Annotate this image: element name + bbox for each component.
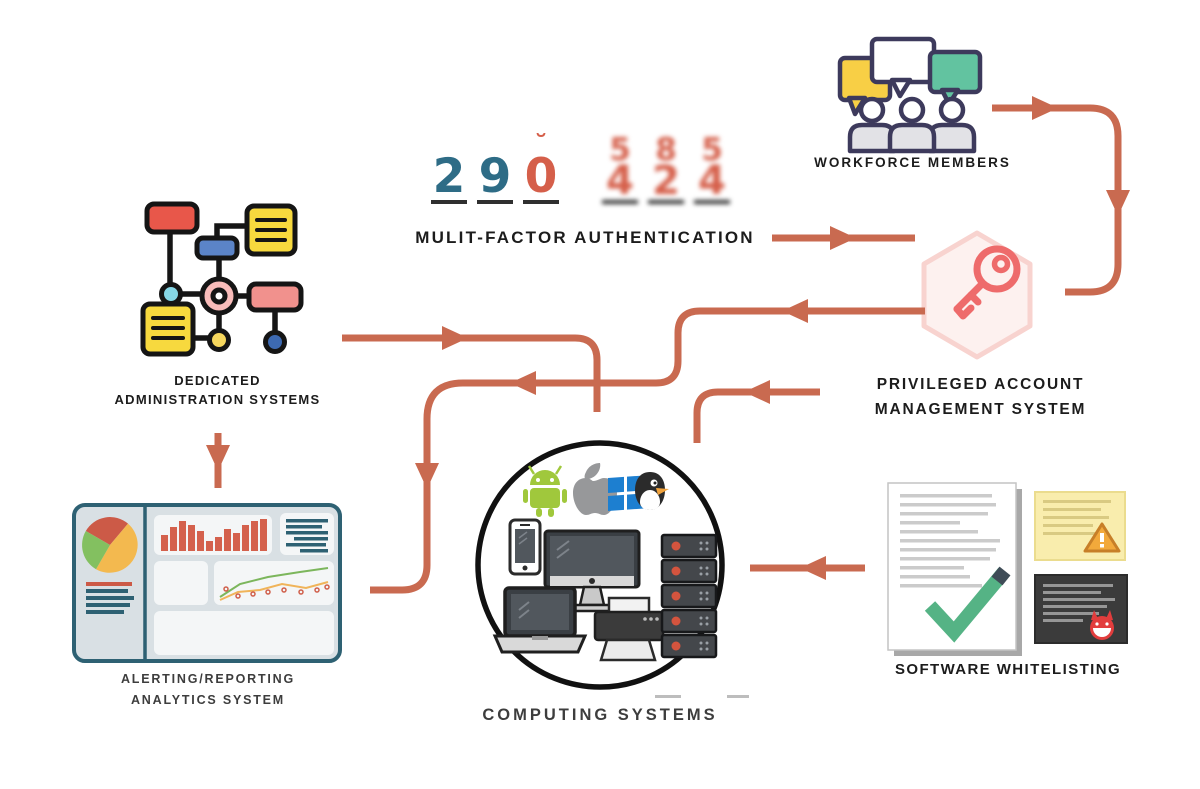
computing-label: COMPUTING SYSTEMS <box>482 706 718 724</box>
mfa-label: MULIT-FACTOR AUTHENTICATION <box>415 228 755 247</box>
pam-label-line2: MANAGEMENT SYSTEM <box>874 401 1087 418</box>
mfa-digit: 2 <box>652 158 680 204</box>
flowchart-pink-box <box>246 281 304 313</box>
smartphone-icon <box>508 518 542 576</box>
admin-label: DEDICATED ADMINISTRATION SYSTEMS <box>90 371 345 409</box>
mfa-digit: 0 <box>524 149 558 204</box>
mfa-digit-upper: 5 <box>701 132 723 168</box>
mfa-digit-upper: 5 <box>609 132 631 168</box>
bar-chart-panel <box>154 515 272 555</box>
flowchart-blue-dot <box>263 330 287 354</box>
malware-card <box>1034 574 1128 644</box>
decorative-dash <box>727 695 749 698</box>
devil-emoji-icon <box>1090 610 1114 640</box>
text-panel <box>280 513 334 555</box>
person-right <box>927 96 977 154</box>
warning-triangle-icon <box>1083 522 1121 553</box>
person-middle <box>887 96 937 154</box>
edge-admin-to-computing <box>342 334 601 412</box>
mfa-digit-slot: 2 <box>431 124 467 204</box>
software-whitelisting-icon <box>887 482 1128 656</box>
pie-chart <box>82 517 138 573</box>
approved-document <box>887 482 1017 651</box>
check-icon <box>924 566 1011 643</box>
flowchart-red-box <box>144 201 200 235</box>
pam-key-hexagon-icon <box>921 230 1033 360</box>
speech-bubble-green <box>927 49 983 107</box>
admin-label-line1: DEDICATED <box>174 373 261 388</box>
workforce-label: WORKFORCE MEMBERS <box>814 155 1011 170</box>
printer-icon <box>593 596 665 662</box>
analytics-dashboard-icon <box>72 503 342 663</box>
linux-tux-icon <box>635 472 669 510</box>
pam-label: PRIVILEGED ACCOUNT MANAGEMENT SYSTEM <box>853 372 1108 422</box>
warning-note <box>1034 491 1126 561</box>
arrowheads <box>206 96 1130 580</box>
mfa-digit: 4 <box>698 158 726 204</box>
mfa-digit-slot-spinning: 8 2 <box>648 124 684 204</box>
empty-panel <box>154 561 208 605</box>
mfa-digit-slot: 9 <box>477 124 513 204</box>
whitelisting-label: SOFTWARE WHITELISTING <box>894 661 1122 678</box>
admin-label-line2: ADMINISTRATION SYSTEMS <box>114 392 321 407</box>
edge-pam-to-computing <box>693 388 820 443</box>
hexagon-badge <box>921 230 1033 360</box>
key-icon <box>953 245 1021 320</box>
edge-pam-to-analytics <box>370 307 925 594</box>
flowchart-blue-box <box>194 235 240 261</box>
workforce-members-icon <box>837 36 983 154</box>
mfa-digit: 4 <box>606 158 634 204</box>
admin-flowchart-icon <box>140 201 304 357</box>
mfa-digit-upper: ˘ <box>534 130 548 161</box>
flowchart-yellow-dot <box>207 328 231 352</box>
server-rack-icon <box>660 533 718 659</box>
mfa-digit-slot-spinning: 5 4 <box>694 124 730 204</box>
mfa-digit-slot-spinning: 5 4 <box>602 124 638 204</box>
laptop-icon <box>492 586 588 654</box>
line-chart-panel <box>214 561 334 605</box>
mfa-digit-slot: ˘ 0 <box>523 124 559 204</box>
android-icon <box>523 465 567 517</box>
flowchart-cyan-dot <box>159 282 183 306</box>
edge-workforce-to-pam <box>992 104 1122 296</box>
person-left <box>847 96 897 154</box>
analytics-label-line2: ANALYTICS SYSTEM <box>130 693 286 707</box>
mfa-digit-upper: 8 <box>655 132 677 168</box>
mfa-code-digits: 2 9 ˘ 0 5 4 8 2 5 4 <box>431 124 740 204</box>
apple-icon <box>573 463 617 515</box>
analytics-label: ALERTING/REPORTING ANALYTICS SYSTEM <box>94 669 322 711</box>
analytics-label-line1: ALERTING/REPORTING <box>120 672 296 686</box>
pam-label-line1: PRIVILEGED ACCOUNT <box>876 376 1085 393</box>
pie-legend-lines <box>86 582 134 614</box>
mfa-digit: 2 <box>432 149 466 204</box>
decorative-dash <box>655 695 681 698</box>
computing-systems-icon <box>475 440 725 690</box>
mfa-digit: 9 <box>478 149 512 204</box>
desktop-monitor-icon <box>543 529 641 613</box>
bottom-panel <box>154 611 334 655</box>
